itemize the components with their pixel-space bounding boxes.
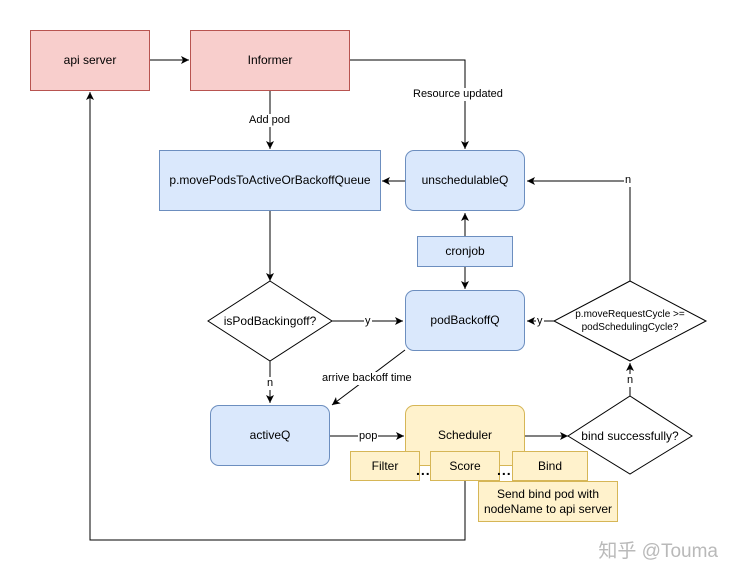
label-n-bind: n: [626, 374, 635, 387]
node-api-server: api server: [30, 30, 150, 91]
node-filter: Filter: [350, 451, 420, 481]
label-y-cycle: y: [536, 315, 544, 328]
node-bind-successfully: bind successfully?: [581, 428, 679, 443]
edge-cycle-to-unschedulable: [527, 177, 631, 281]
watermark: 知乎 @Touma: [598, 541, 718, 562]
node-cronjob: cronjob: [417, 236, 513, 267]
label-pop: pop: [358, 430, 379, 443]
label-n-cycle: n: [624, 174, 633, 187]
ellipsis-2: ...: [497, 462, 512, 478]
edge-informer-to-unschedulable: [350, 59, 469, 149]
label-n-backingoff: n: [266, 377, 275, 390]
label-arrive-backoff-time: arrive backoff time: [321, 372, 413, 385]
ellipsis-1: ...: [416, 462, 431, 478]
node-score: Score: [430, 451, 500, 481]
diamond-bind-successfully: [567, 395, 693, 475]
diamond-is-pod-backingoff: [207, 280, 333, 362]
node-pod-backoff-q: podBackoffQ: [405, 290, 525, 351]
node-move-pods: p.movePodsToActiveOrBackoffQueue: [159, 150, 381, 211]
node-bind: Bind: [512, 451, 588, 481]
node-informer: Informer: [190, 30, 350, 91]
edge-send-to-api: [86, 92, 466, 541]
node-is-pod-backingoff: isPodBackingoff?: [223, 313, 317, 328]
label-add-pod: Add pod: [248, 114, 291, 127]
node-move-request-cycle: p.moveRequestCycle >= podSchedulingCycle…: [575, 308, 685, 334]
node-send-bind: Send bind pod with nodeName to api serve…: [478, 481, 618, 522]
diamond-move-request-cycle: [552, 280, 708, 362]
node-unschedulable-q: unschedulableQ: [405, 150, 525, 211]
label-y-backingoff: y: [364, 315, 372, 328]
label-resource-updated: Resource updated: [412, 88, 504, 101]
node-active-q: activeQ: [210, 405, 330, 466]
